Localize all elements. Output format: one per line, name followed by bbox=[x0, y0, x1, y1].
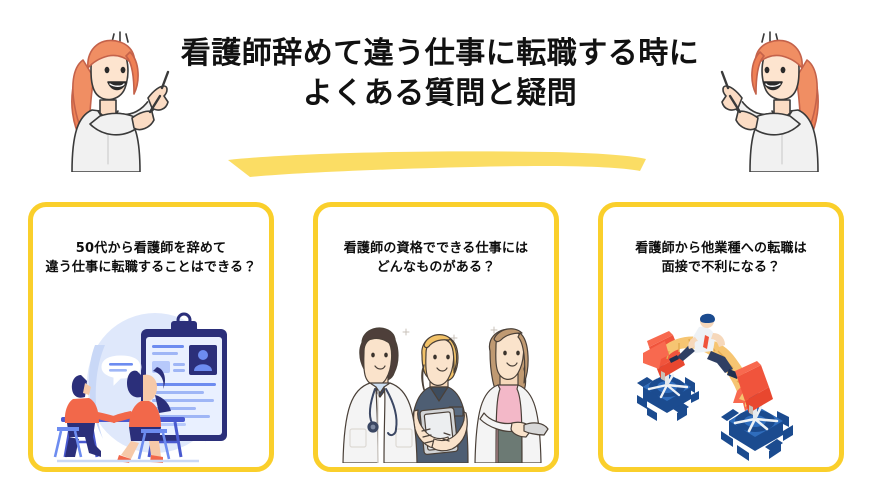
faq-card-3[interactable]: 看護師から他業種への転職は 面接で不利になる？ bbox=[598, 202, 844, 472]
mascot-right-illustration bbox=[712, 12, 862, 172]
header: 看護師辞めて違う仕事に転職する時に よくある質問と疑問 bbox=[0, 0, 880, 190]
mascot-left-illustration bbox=[28, 12, 178, 172]
faq-card-2-title-line-1: 看護師の資格でできる仕事には bbox=[343, 241, 529, 256]
title-line-1: 看護師辞めて違う仕事に転職する時に bbox=[180, 36, 700, 71]
faq-card-1-title: 50代から看護師を辞めて 違う仕事に転職することはできる？ bbox=[40, 239, 262, 277]
career-change-gears-illustration bbox=[603, 311, 839, 463]
title-line-2: よくある質問と疑問 bbox=[302, 76, 578, 111]
faq-card-2-title-line-2: どんなものがある？ bbox=[376, 260, 496, 275]
faq-card-2[interactable]: 看護師の資格でできる仕事には どんなものがある？ bbox=[313, 202, 559, 472]
faq-card-1-title-line-1: 50代から看護師を辞めて bbox=[75, 241, 227, 256]
faq-card-3-title: 看護師から他業種への転職は 面接で不利になる？ bbox=[610, 239, 832, 277]
faq-card-3-title-line-1: 看護師から他業種への転職は bbox=[635, 241, 807, 256]
job-interview-illustration bbox=[33, 311, 269, 463]
faq-card-list: 50代から看護師を辞めて 違う仕事に転職することはできる？ bbox=[0, 200, 880, 490]
faq-card-2-title: 看護師の資格でできる仕事には どんなものがある？ bbox=[325, 239, 547, 277]
faq-card-3-title-line-2: 面接で不利になる？ bbox=[661, 260, 781, 275]
title-underline bbox=[222, 146, 650, 180]
medical-team-illustration bbox=[318, 311, 554, 463]
page-title: 看護師辞めて違う仕事に転職する時に よくある質問と疑問 bbox=[150, 34, 730, 114]
faq-card-1[interactable]: 50代から看護師を辞めて 違う仕事に転職することはできる？ bbox=[28, 202, 274, 472]
faq-card-1-title-line-2: 違う仕事に転職することはできる？ bbox=[45, 260, 257, 275]
